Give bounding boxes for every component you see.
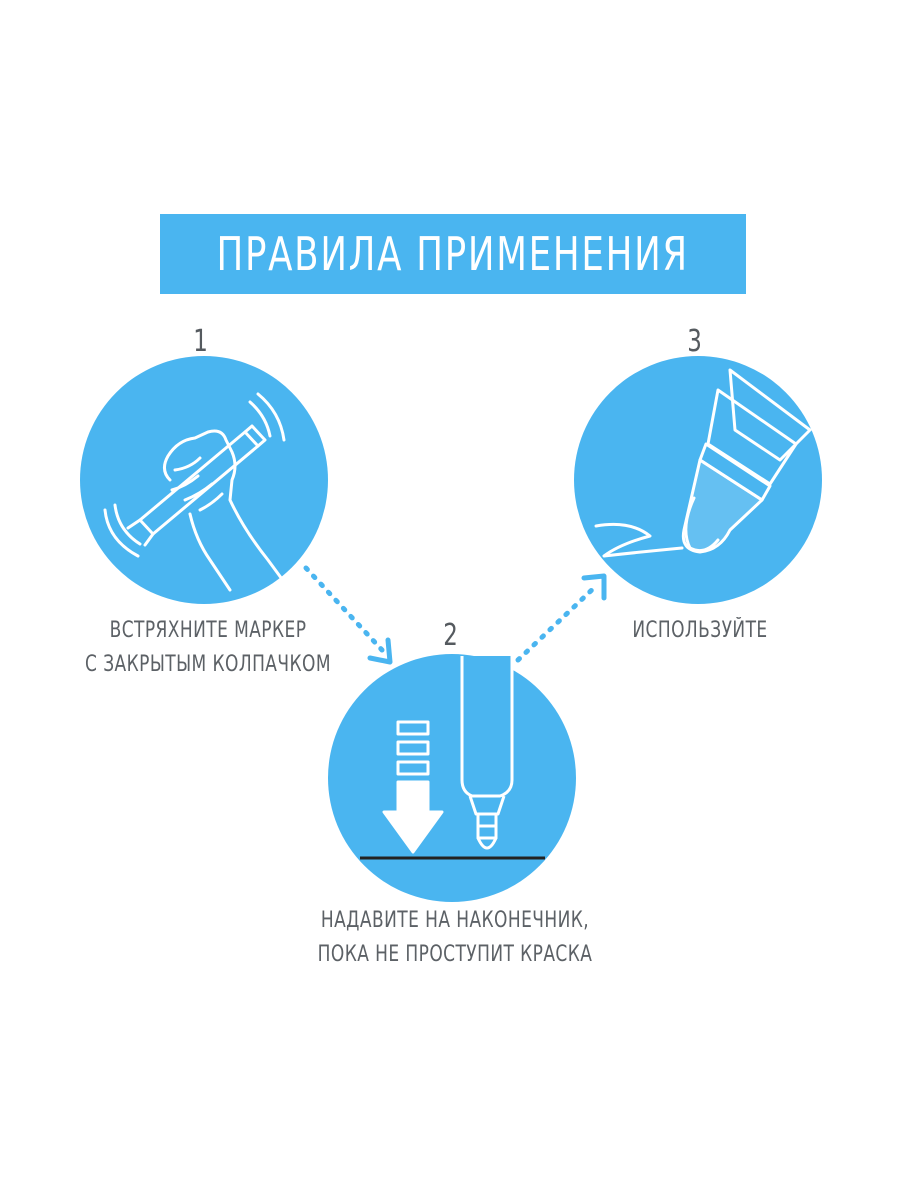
connector-arrow-2-to-3: [515, 573, 607, 663]
marker-tip-down-icon: [460, 656, 514, 850]
step-3-caption: ИСПОЛЬЗУЙТЕ: [600, 614, 800, 648]
connector-arrow-1-to-2: [303, 565, 393, 665]
shaking-marker-icon: [103, 392, 292, 592]
step-2-caption: НАДАВИТЕ НА НАКОНЕЧНИК, ПОКА НЕ ПРОСТУПИ…: [290, 904, 620, 972]
step-2-caption-line-1: НАДАВИТЕ НА НАКОНЕЧНИК,: [320, 908, 590, 933]
step-2-illustration: [328, 654, 576, 902]
marker-writing-icon: [594, 368, 812, 558]
step-2-caption-line-2: ПОКА НЕ ПРОСТУПИТ КРАСКА: [317, 942, 593, 967]
step-2-number: 2: [443, 618, 458, 653]
title-banner: ПРАВИЛА ПРИМЕНЕНИЯ: [160, 214, 746, 294]
step-2-circle: [328, 654, 576, 902]
page-title: ПРАВИЛА ПРИМЕНЕНИЯ: [216, 227, 690, 281]
step-3-number: 3: [687, 324, 702, 359]
step-1-number: 1: [193, 324, 208, 359]
step-1-caption: ВСТРЯХНИТЕ МАРКЕР С ЗАКРЫТЫМ КОЛПАЧКОМ: [56, 614, 360, 682]
step-1-caption-line-1: ВСТРЯХНИТЕ МАРКЕР: [109, 618, 307, 643]
step-3-illustration: [574, 356, 822, 604]
step-1-circle: [80, 356, 328, 604]
step-1-illustration: [80, 356, 328, 604]
step-3-caption-line-1: ИСПОЛЬЗУЙТЕ: [632, 618, 768, 643]
press-down-arrow-icon: [382, 720, 444, 854]
step-1-caption-line-2: С ЗАКРЫТЫМ КОЛПАЧКОМ: [85, 652, 331, 677]
